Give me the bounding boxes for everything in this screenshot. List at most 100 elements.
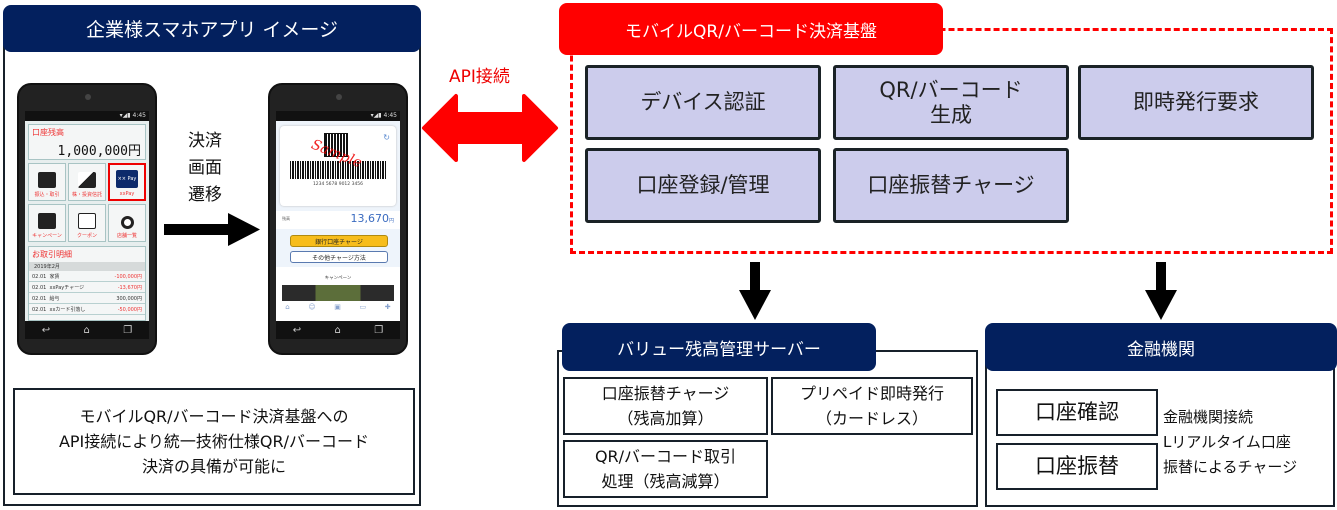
tile-label: クーポン [76, 233, 97, 239]
tile-stores[interactable]: 店舗一覧 [108, 204, 146, 242]
note-line: Lリアルタイム口座 [1163, 433, 1291, 451]
down-arrow-icon [739, 262, 771, 320]
app-description: モバイルQR/バーコード決済基盤への API接続により統一技術仕様QR/バーコー… [13, 388, 415, 495]
campaign-banner[interactable] [282, 285, 394, 301]
tile-label: 株・投資信託 [71, 192, 102, 198]
platform-title: モバイルQR/バーコード決済基盤 [625, 21, 877, 42]
tile-label: 振込・取引 [34, 192, 60, 198]
platform-header: モバイルQR/バーコード決済基盤 [559, 3, 943, 55]
tile-transfer[interactable]: 振込・取引 [28, 163, 66, 201]
tx-date: 02.01 [32, 306, 47, 313]
android-nav-bar: ↩ ⌂ ❐ [276, 321, 400, 339]
qr-code [324, 133, 348, 157]
payment-code-card: ↻ 1234 5678 9012 3456 Sample [280, 126, 396, 206]
tx-date: 02.01 [32, 295, 47, 302]
recent-apps-icon[interactable]: ❐ [123, 324, 133, 336]
pay-icon: ×× Pay [116, 170, 138, 188]
campaign-section: キャンペーン ⌂ ☺ ▣ ▭ ✚ [276, 267, 400, 321]
balance-row: 残高 13,670円 [276, 211, 400, 229]
status-time: 4:45 [132, 112, 146, 119]
gift-icon[interactable]: ✚ [384, 303, 391, 311]
home-screen: 口座残高 1,000,000円 振込・取引 株・投資信託 ×× Pay xxPa… [25, 121, 149, 321]
barcode [290, 161, 386, 179]
platform-boundary [570, 28, 1333, 254]
home-icon[interactable]: ⌂ [334, 324, 341, 336]
flow-label-line: 決済 [188, 131, 222, 151]
tile-campaign[interactable]: キャンペーン [28, 204, 66, 242]
tx-amount: -50,000円 [117, 306, 142, 313]
value-box-prepaid: プリペイド即時発行 （カードレス） [771, 377, 973, 435]
status-time: 4:45 [383, 112, 397, 119]
app-image-title: 企業様スマホアプリ イメージ [85, 19, 339, 41]
flow-label-line: 遷移 [188, 185, 222, 205]
transaction-row[interactable]: 02.01 xxPayチャージ -13,670円 [29, 282, 145, 293]
value-box-charge: 口座振替チャージ （残高加算） [563, 377, 768, 435]
flow-label-line: 画面 [188, 158, 222, 178]
other-charge-button[interactable]: その他チャージ方法 [290, 251, 388, 263]
box-line: QR/バーコード取引 [594, 447, 737, 466]
back-icon[interactable]: ↩ [292, 324, 302, 336]
transaction-row[interactable]: 02.01 給与 300,000円 [29, 293, 145, 304]
transactions-month: 2019年2月 [29, 262, 145, 271]
tile-label: 店舗一覧 [116, 233, 137, 239]
camera-dot [85, 94, 91, 100]
balance-value: 13,670 [350, 212, 389, 225]
transaction-row[interactable]: 02.01 xxカード引落し -50,000円 [29, 304, 145, 315]
tile-investment[interactable]: 株・投資信託 [68, 163, 106, 201]
balance-amount: 1,000,000円 [57, 144, 141, 159]
function-account-registration: 口座登録/管理 [585, 148, 821, 223]
tile-label: xxPay [119, 191, 135, 197]
balance-label: 残高 [282, 216, 290, 221]
recent-apps-icon[interactable]: ❐ [374, 324, 384, 336]
transactions-title: お取引明細 [32, 250, 72, 259]
gift-icon [38, 213, 56, 229]
tx-desc: xxカード引落し [49, 306, 86, 313]
user-icon[interactable]: ☺ [308, 303, 316, 311]
down-arrow-icon [1145, 262, 1177, 320]
bank-box-account-transfer: 口座振替 [996, 443, 1158, 490]
value-box-transaction: QR/バーコード取引 処理（残高減算） [563, 440, 768, 498]
bank-box-account-check: 口座確認 [996, 389, 1158, 436]
note-line: 振替によるチャージ [1163, 458, 1298, 476]
box-line: （残高加算） [617, 409, 714, 428]
pay-icon-text: ×× Pay [117, 176, 137, 182]
box-line: 処理（残高減算） [601, 472, 730, 491]
calendar-icon [38, 172, 56, 188]
right-arrow-icon [164, 213, 260, 246]
camera-dot [336, 94, 342, 100]
home-icon[interactable]: ⌂ [285, 303, 290, 311]
function-account-transfer-charge: 口座振替チャージ [833, 148, 1069, 223]
tile-coupon[interactable]: クーポン [68, 204, 106, 242]
transaction-row[interactable]: 02.01 家賃 -100,000円 [29, 271, 145, 282]
tile-xxpay[interactable]: ×× Pay xxPay [108, 163, 146, 201]
android-nav-bar: ↩ ⌂ ❐ [25, 321, 149, 339]
refresh-icon[interactable]: ↻ [383, 133, 390, 142]
shop-icon[interactable]: ▣ [334, 303, 341, 311]
screen-transition-label: 決済 画面 遷移 [182, 128, 228, 209]
coupon-icon [78, 213, 96, 229]
value-server-header: バリュー残高管理サーバー [562, 323, 876, 371]
campaign-label: キャンペーン [324, 276, 352, 281]
description-line: API接続により統一技術仕様QR/バーコード [58, 432, 370, 451]
function-device-auth: デバイス認証 [585, 65, 821, 140]
bidirectional-arrow-icon [422, 94, 558, 162]
home-icon[interactable]: ⌂ [83, 324, 90, 336]
balance-amount: 13,670円 [350, 212, 394, 225]
bottom-tab-bar: ⌂ ☺ ▣ ▭ ✚ [276, 303, 400, 317]
coupon-icon[interactable]: ▭ [359, 303, 367, 311]
balance-unit: 円 [388, 218, 394, 224]
box-line: プリペイド即時発行 [799, 384, 944, 403]
app-image-header: 企業様スマホアプリ イメージ [3, 5, 421, 52]
function-instant-issue: 即時発行要求 [1078, 65, 1314, 140]
back-icon[interactable]: ↩ [41, 324, 51, 336]
phone-payment-screen: ▾◢▮ 4:45 ↻ 1234 5678 9012 3456 Sample 残高… [268, 83, 408, 355]
note-line: 金融機関接続 [1163, 408, 1254, 426]
box-line: （カードレス） [815, 409, 928, 428]
bank-header: 金融機関 [985, 323, 1337, 371]
balance-label: 口座残高 [32, 128, 64, 137]
tx-desc: xxPayチャージ [49, 284, 85, 291]
bank-charge-button[interactable]: 銀行口座チャージ [290, 235, 388, 247]
tx-amount: -13,670円 [117, 284, 142, 291]
search-icon [120, 216, 134, 229]
tx-date: 02.01 [32, 284, 47, 291]
